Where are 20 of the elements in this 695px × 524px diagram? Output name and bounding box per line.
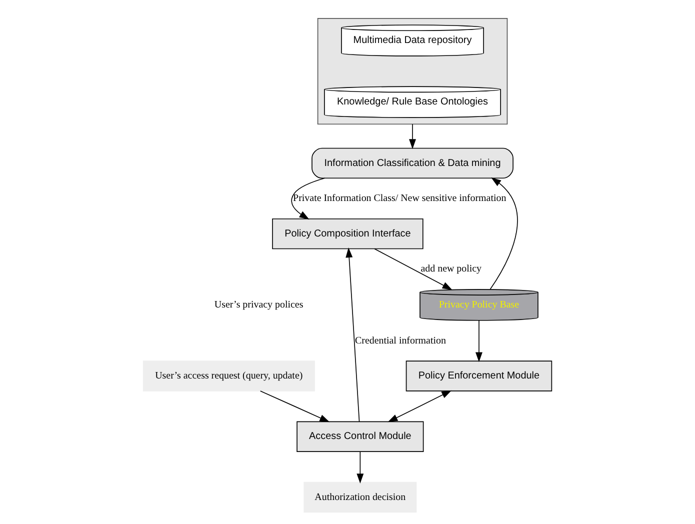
arrow [260,390,330,422]
node-box: User’s access request (query, update) [142,360,315,392]
label: User’s privacy polices [214,299,304,310]
edge-label: Credential information [354,335,446,346]
edge-label: add new policy [420,264,482,275]
arrow [388,390,452,422]
node-box: Policy Enforcement Module [406,360,552,392]
arrow [346,248,360,422]
arrow [374,248,452,290]
node-box: Policy Composition Interface [272,218,424,250]
node-box: Access Control Module [296,421,424,452]
arrow [291,178,326,220]
arrow [490,178,518,290]
node-box: Information Classification & Data mining [312,148,514,179]
arrow [356,451,364,484]
node-box: Authorization decision [304,482,417,513]
edge-label: Private Information Class/ New sensitive information [293,193,506,204]
arrow [409,124,416,150]
cluster [317,18,508,125]
arrow [475,320,482,362]
